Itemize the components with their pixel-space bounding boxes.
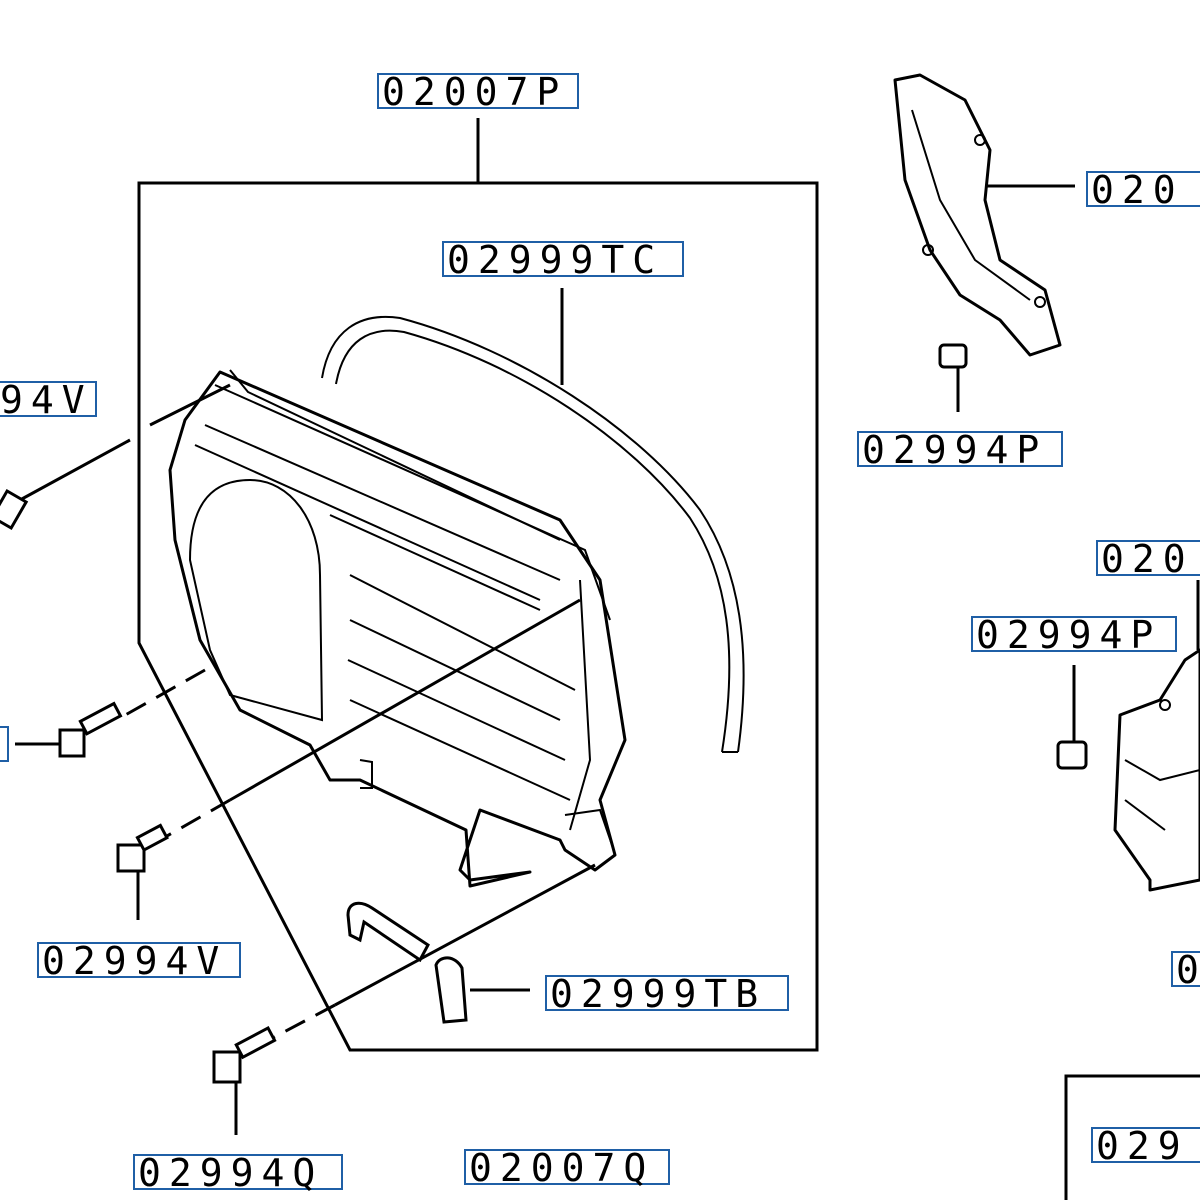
bolt-icon-left-upper [0, 488, 29, 531]
bolt-icon-left-lower [116, 823, 169, 873]
bolt-icon-bottom [212, 1025, 277, 1084]
svg-text:02999TC: 02999TC [447, 238, 663, 282]
guide-line-7 [264, 1003, 336, 1044]
assembly-frame [137, 181, 819, 1052]
label-bolt-left-mid[interactable]: Q [0, 723, 9, 767]
svg-text:020: 020 [1091, 168, 1184, 212]
bolt-icon-left-mid [58, 701, 123, 758]
label-gasket[interactable]: 02999TC [442, 238, 684, 282]
svg-text:02994P: 02994P [976, 613, 1161, 657]
guide-line-6 [334, 863, 596, 1007]
label-assembly-bottom[interactable]: 02007Q [464, 1146, 670, 1190]
label-bolt-left-lower[interactable]: 02994V [37, 939, 241, 983]
upper-bracket [893, 73, 1062, 357]
guide-line-3 [119, 668, 206, 720]
svg-text:02007P: 02007P [382, 70, 567, 114]
svg-text:02007Q: 02007Q [469, 1146, 654, 1190]
guide-line-5 [159, 798, 231, 842]
svg-text:020: 020 [1101, 537, 1194, 581]
label-bolt-right-upper[interactable]: 02994P [857, 428, 1063, 472]
guide-line-2 [19, 438, 131, 502]
right-mid-part [1113, 648, 1200, 892]
seal-parts [346, 901, 468, 1024]
svg-text:94V: 94V [0, 378, 93, 422]
label-seal[interactable]: 02999TB [545, 972, 789, 1016]
timing-cover [168, 369, 627, 888]
svg-text:02994Q: 02994Q [138, 1151, 323, 1195]
label-part-right-bottom[interactable]: 029 [1091, 1124, 1200, 1168]
bottom-right-frame [1064, 1074, 1200, 1200]
label-bolt-bottom[interactable]: 02994Q [133, 1151, 343, 1195]
svg-text:02994V: 02994V [42, 939, 227, 983]
bolt-icon-right-mid [1056, 740, 1088, 770]
label-bolt-left-upper[interactable]: 94V [0, 378, 97, 422]
svg-text:02994P: 02994P [862, 428, 1047, 472]
label-bracket-upper[interactable]: 020 [1086, 168, 1200, 212]
svg-text:0: 0 [1176, 948, 1200, 992]
svg-text:02999TB: 02999TB [550, 972, 766, 1016]
svg-text:Q: Q [0, 723, 5, 767]
guide-line-4 [229, 598, 581, 802]
gasket-strip [321, 316, 745, 753]
label-assembly-top[interactable]: 02007P [377, 70, 579, 114]
guide-line-1 [149, 383, 231, 427]
label-part-right-mid[interactable]: 020 [1096, 537, 1200, 581]
svg-text:029: 029 [1096, 1124, 1189, 1168]
label-part-right-low[interactable]: 0 [1171, 948, 1200, 992]
label-bolt-right-mid[interactable]: 02994P [971, 613, 1177, 657]
bolt-icon-right-upper [938, 343, 968, 369]
